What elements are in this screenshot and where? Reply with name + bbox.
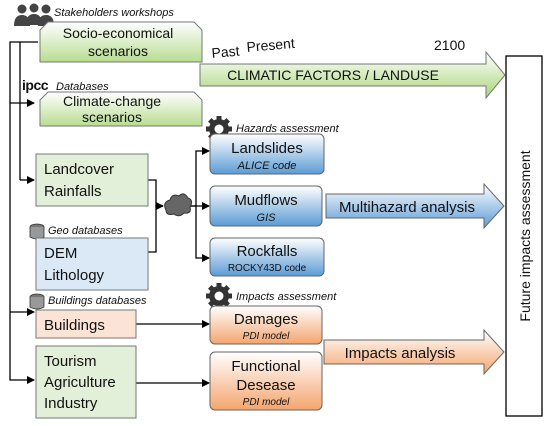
rainfalls-label: Rainfalls bbox=[44, 183, 102, 200]
mudflows-sub: GIS bbox=[257, 212, 277, 224]
databases-label: Databases bbox=[56, 81, 109, 93]
timeline-present: Present bbox=[246, 35, 296, 55]
impacts-assessment-label: Impacts assessment bbox=[236, 291, 337, 303]
climate-change-box: Climate-change scenarios bbox=[39, 91, 203, 127]
buildings-databases-label: Buildings databases bbox=[48, 295, 147, 307]
hazards-assessment-label: Hazards assessment bbox=[236, 123, 340, 135]
timeline-year: 2100 bbox=[434, 37, 465, 53]
impacts-gear-icon bbox=[206, 283, 232, 309]
climate-line1: Climate-change bbox=[63, 93, 161, 109]
future-impacts-box: Future impacts assessment bbox=[505, 55, 543, 417]
landslides-sub: ALICE code bbox=[237, 160, 297, 172]
multihazard-arrow: Multihazard analysis bbox=[325, 182, 505, 230]
damages-sub: PDI model bbox=[243, 331, 290, 342]
functional-sub: PDI model bbox=[243, 397, 290, 408]
socio-economical-box: Socio-economical scenarios bbox=[39, 21, 203, 63]
rockfalls-sub: ROCKY43D code bbox=[228, 263, 307, 274]
functional-line1: Functional bbox=[231, 358, 300, 375]
stakeholders-label: Stakeholders workshops bbox=[54, 7, 174, 19]
damages-box: Damages PDI model bbox=[209, 305, 323, 345]
mudflows-box: Mudflows GIS bbox=[209, 185, 323, 227]
climatic-factors-label: CLIMATIC FACTORS / LANDUSE bbox=[227, 67, 439, 83]
dem-label: DEM bbox=[44, 245, 77, 262]
rockfalls-label: Rockfalls bbox=[237, 243, 298, 260]
functional-line2: Desease bbox=[236, 377, 295, 394]
landcover-rainfalls-box: Landcover Rainfalls bbox=[35, 153, 149, 207]
timeline-past: Past bbox=[211, 43, 240, 61]
rockfalls-box: Rockfalls ROCKY43D code bbox=[209, 237, 325, 277]
geo-databases-label: Geo databases bbox=[48, 225, 123, 237]
buildings-label: Buildings bbox=[44, 317, 105, 334]
database-icon bbox=[29, 223, 45, 240]
buildings-box: Buildings bbox=[35, 309, 137, 339]
cloud-icon bbox=[164, 193, 193, 217]
damages-label: Damages bbox=[234, 311, 298, 328]
landcover-label: Landcover bbox=[44, 161, 114, 178]
agriculture-label: Agriculture bbox=[44, 374, 116, 391]
industry-label: Industry bbox=[44, 395, 98, 412]
impacts-analysis-label: Impacts analysis bbox=[345, 345, 456, 362]
ipcc-logo: ipcc bbox=[22, 77, 49, 93]
lithology-label: Lithology bbox=[44, 267, 105, 284]
mudflows-label: Mudflows bbox=[234, 192, 297, 209]
future-impacts-label: Future impacts assessment bbox=[517, 150, 533, 321]
connector-lines bbox=[9, 41, 210, 387]
tourism-agriculture-industry-box: Tourism Agriculture Industry bbox=[35, 345, 137, 419]
functional-desease-box: Functional Desease PDI model bbox=[209, 351, 323, 411]
landslides-box: Landslides ALICE code bbox=[209, 133, 325, 175]
climatic-factors-arrow: CLIMATIC FACTORS / LANDUSE bbox=[199, 50, 506, 100]
landslides-label: Landslides bbox=[231, 140, 303, 157]
climate-line2: scenarios bbox=[82, 109, 142, 125]
multihazard-label: Multihazard analysis bbox=[339, 199, 475, 216]
dem-lithology-box: DEM Lithology bbox=[35, 237, 149, 291]
tourism-label: Tourism bbox=[44, 353, 97, 370]
socio-line1: Socio-economical bbox=[63, 25, 174, 41]
buildings-database-icon bbox=[29, 293, 45, 310]
impacts-analysis-arrow: Impacts analysis bbox=[323, 328, 505, 376]
socio-line2: scenarios bbox=[88, 43, 148, 59]
